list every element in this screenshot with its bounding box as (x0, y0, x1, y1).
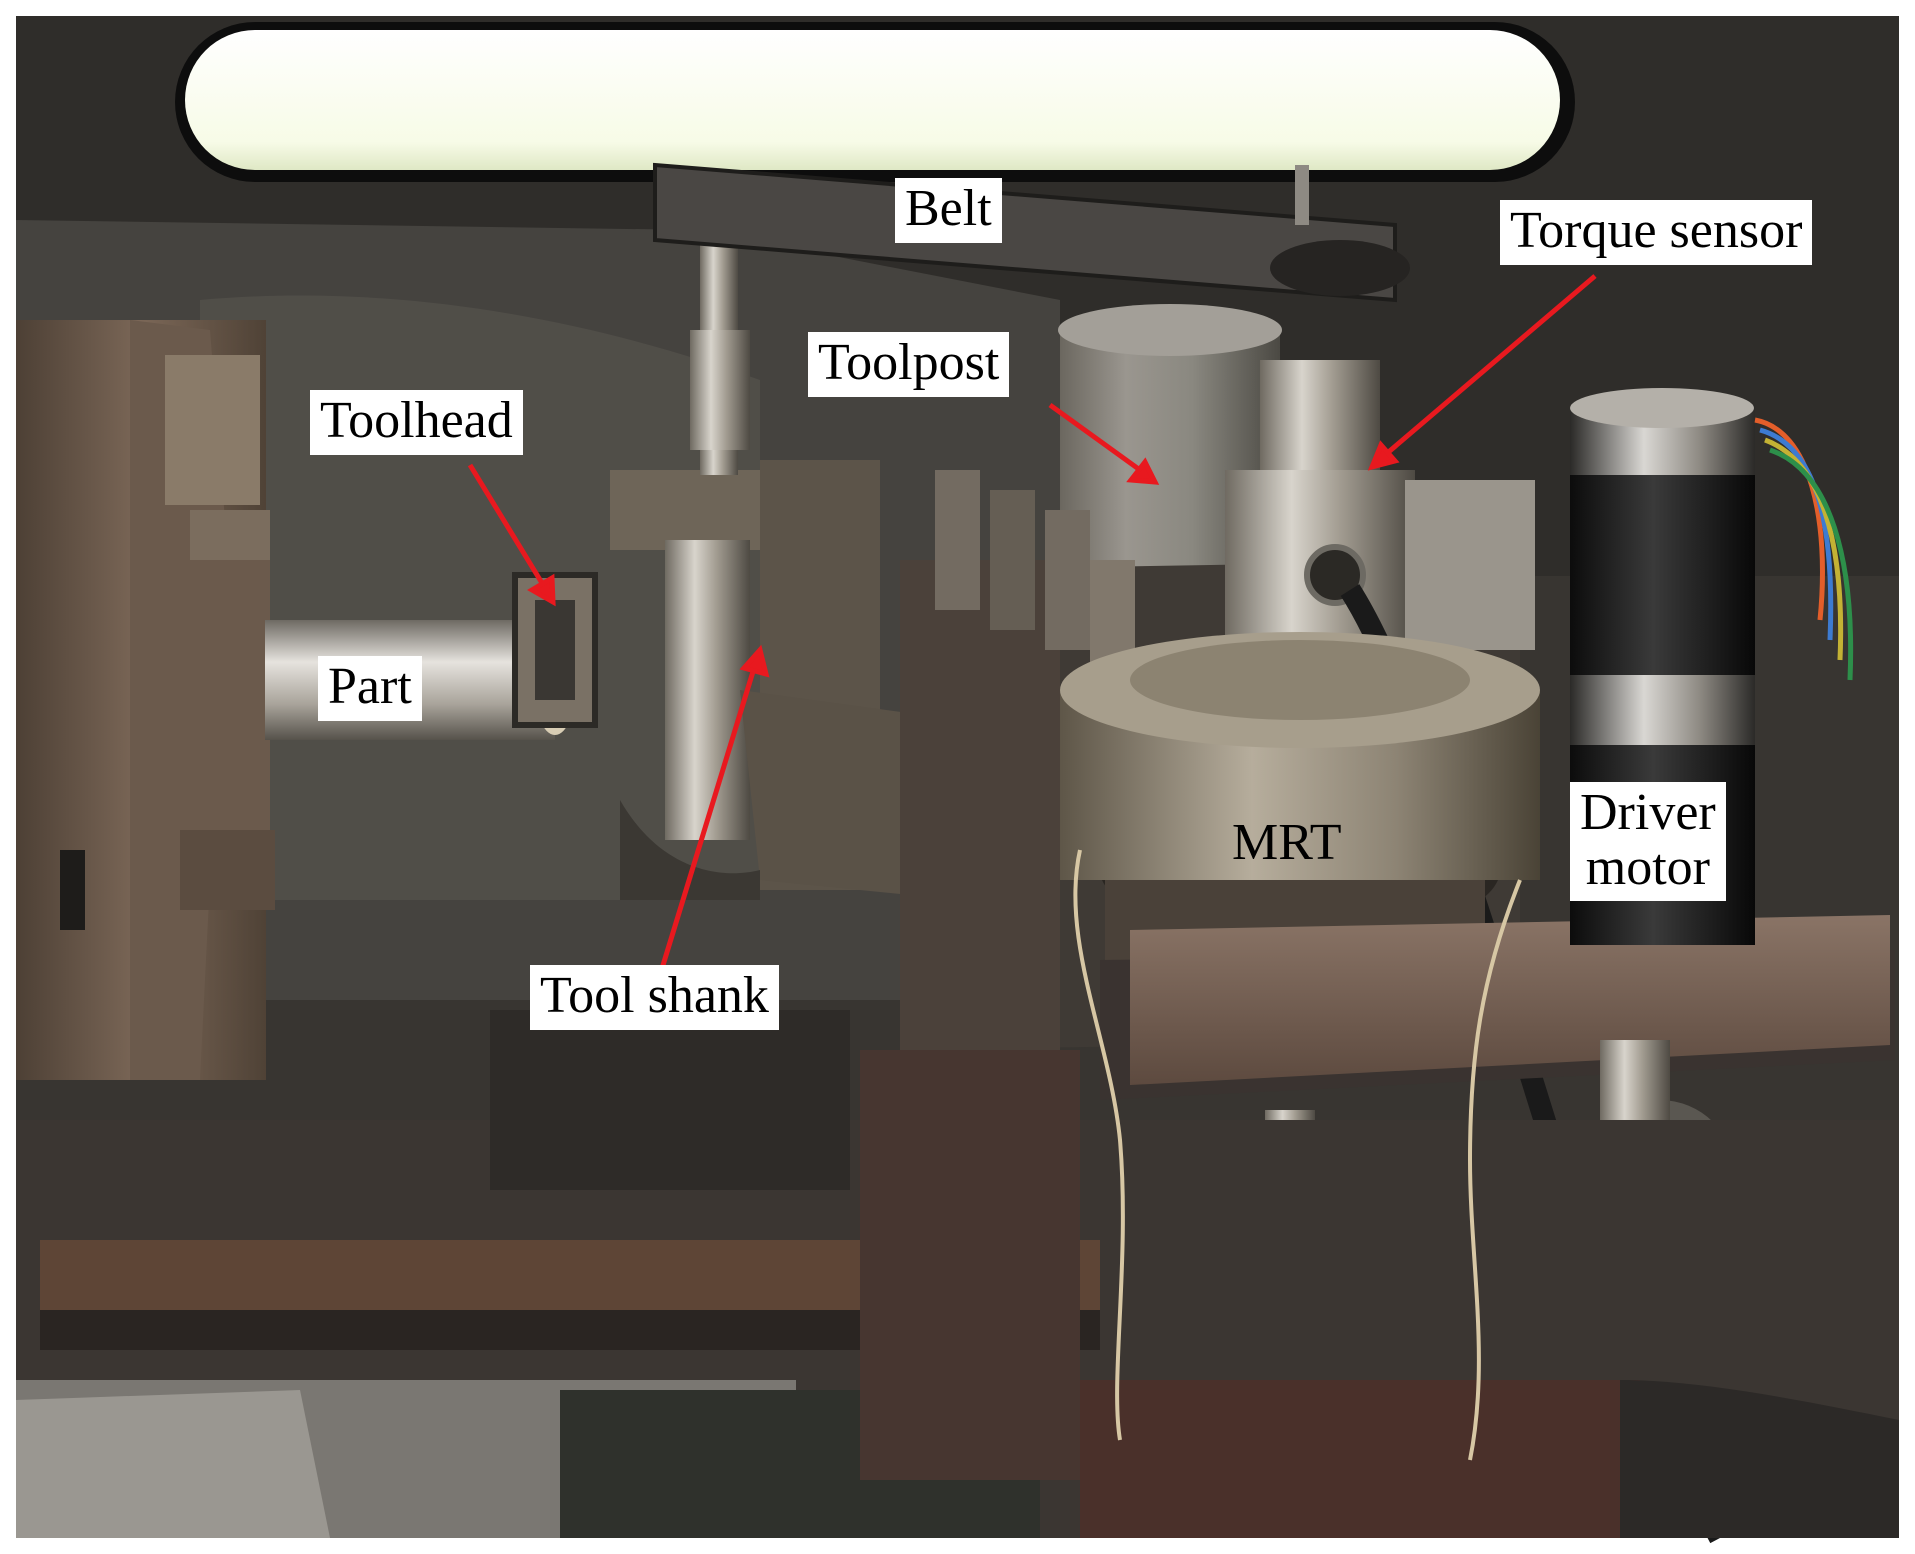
label-belt: Belt (895, 178, 1002, 243)
label-torque-sensor: Torque sensor (1500, 200, 1813, 265)
tool-shank-arrow (657, 664, 758, 976)
label-mrt: MRT (1222, 812, 1352, 877)
label-torque-sensor-text: Torque sensor (1510, 202, 1803, 259)
toolpost-arrowhead (1126, 457, 1160, 485)
machine-window (185, 30, 1560, 170)
label-part: Part (318, 656, 422, 721)
label-toolpost: Toolpost (808, 332, 1010, 397)
label-tool-shank-text: Tool shank (540, 967, 769, 1024)
label-mrt-text: MRT (1232, 814, 1342, 871)
label-driver-motor: Driver motor (1570, 782, 1726, 902)
label-toolhead-text: Toolhead (320, 392, 513, 449)
label-tool-shank: Tool shank (530, 965, 779, 1030)
toolhead-arrow (467, 463, 548, 590)
drive-belt (653, 162, 1397, 303)
toolhead-arrowhead (527, 573, 556, 607)
label-belt-text: Belt (905, 180, 992, 237)
label-toolpost-text: Toolpost (818, 334, 1000, 391)
toolpost-block (900, 560, 1060, 1080)
tool-shank (665, 540, 750, 840)
label-driver-motor-line2: motor (1585, 838, 1710, 896)
toolpost-arrow (1048, 402, 1142, 473)
tool-shank-arrowhead (739, 644, 770, 678)
mounting-plate (1130, 915, 1890, 1085)
torque-sensor-arrow (1383, 274, 1597, 457)
label-part-text: Part (328, 658, 412, 715)
label-driver-motor-line1: Driver (1580, 784, 1716, 841)
torque-sensor-arrowhead (1367, 440, 1400, 471)
label-toolhead: Toolhead (310, 390, 523, 455)
torque-sensor-shaft (1260, 360, 1380, 470)
annotation-arrows (467, 274, 1597, 976)
